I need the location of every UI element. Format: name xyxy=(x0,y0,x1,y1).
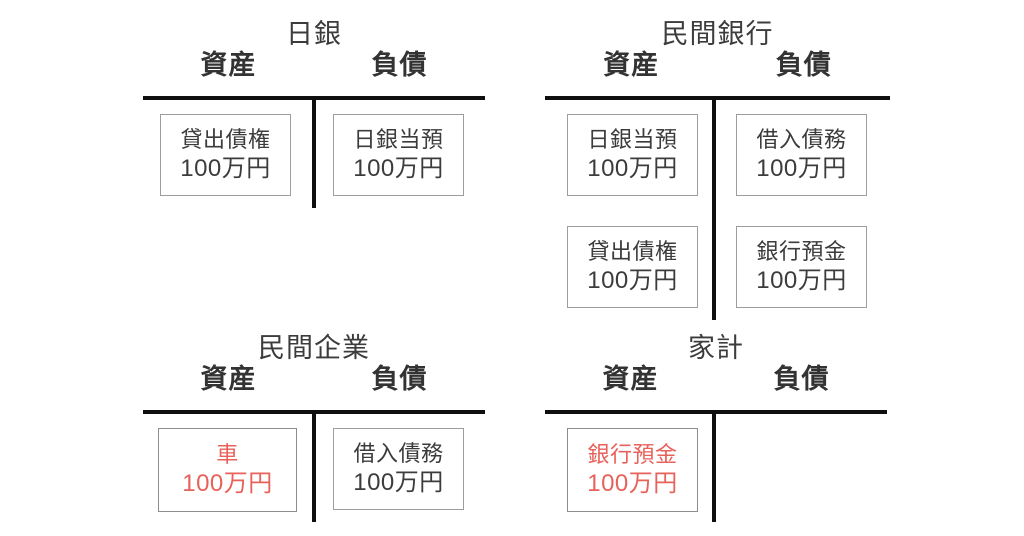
entry-name: 貸出債権 xyxy=(587,239,678,264)
entry-box-liability: 借入債務 100万円 xyxy=(333,428,464,510)
entry-name: 車 xyxy=(216,442,239,467)
assets-label-firm: 資産 xyxy=(200,364,257,394)
entry-amount: 100万円 xyxy=(353,155,444,182)
entry-amount: 100万円 xyxy=(353,469,444,496)
entry-name: 貸出債権 xyxy=(180,127,271,152)
assets-label-boj: 資産 xyxy=(200,50,257,80)
assets-label-bank: 資産 xyxy=(603,50,660,80)
balance-sheet-panel-household: 家計 資産 負債 銀行預金 100万円 xyxy=(545,332,887,522)
t-account-vertical-divider xyxy=(712,414,716,522)
balance-sheet-panel-bank: 民間銀行 資産 負債 日銀当預 100万円 貸出債権 100万円 借入債務 10… xyxy=(545,18,890,320)
balance-sheet-panel-firm: 民間企業 資産 負債 車 100万円 借入債務 100万円 xyxy=(143,332,485,522)
entry-box-asset-highlighted: 車 100万円 xyxy=(158,428,297,512)
liabilities-label-boj: 負債 xyxy=(371,50,428,80)
t-account-horizontal-rule xyxy=(545,410,887,414)
entry-box-liability: 日銀当預 100万円 xyxy=(333,114,464,196)
entry-name: 日銀当預 xyxy=(587,127,678,152)
entry-amount: 100万円 xyxy=(180,155,271,182)
entry-name: 借入債務 xyxy=(756,127,847,152)
t-account-horizontal-rule xyxy=(143,96,485,100)
entry-amount: 100万円 xyxy=(182,470,273,497)
entry-box-liability: 借入債務 100万円 xyxy=(736,114,867,196)
entry-box-asset-highlighted: 銀行預金 100万円 xyxy=(567,428,698,512)
entry-box-asset: 貸出債権 100万円 xyxy=(567,226,698,308)
entry-amount: 100万円 xyxy=(756,267,847,294)
panel-title-boj: 日銀 xyxy=(286,19,342,49)
entry-box-asset: 貸出債権 100万円 xyxy=(160,114,291,196)
assets-label-household: 資産 xyxy=(602,364,659,394)
entry-name: 銀行預金 xyxy=(756,239,847,264)
entry-amount: 100万円 xyxy=(756,155,847,182)
entry-name: 借入債務 xyxy=(353,441,444,466)
entry-name: 銀行預金 xyxy=(587,442,678,467)
liabilities-label-firm: 負債 xyxy=(371,364,428,394)
panel-title-household: 家計 xyxy=(688,333,744,363)
t-account-vertical-divider xyxy=(712,100,716,320)
panel-title-bank: 民間銀行 xyxy=(661,19,774,49)
entry-amount: 100万円 xyxy=(587,267,678,294)
entry-amount: 100万円 xyxy=(587,470,678,497)
entry-box-asset: 日銀当預 100万円 xyxy=(567,114,698,196)
entry-name: 日銀当預 xyxy=(353,127,444,152)
entry-amount: 100万円 xyxy=(587,155,678,182)
entry-box-liability: 銀行預金 100万円 xyxy=(736,226,867,308)
balance-sheet-panel-boj: 日銀 資産 負債 貸出債権 100万円 日銀当預 100万円 xyxy=(143,18,485,208)
liabilities-label-bank: 負債 xyxy=(775,50,832,80)
liabilities-label-household: 負債 xyxy=(773,364,830,394)
t-account-horizontal-rule xyxy=(143,410,485,414)
t-account-vertical-divider xyxy=(312,100,316,208)
t-account-horizontal-rule xyxy=(545,96,890,100)
t-account-vertical-divider xyxy=(312,414,316,522)
panel-title-firm: 民間企業 xyxy=(258,333,370,363)
